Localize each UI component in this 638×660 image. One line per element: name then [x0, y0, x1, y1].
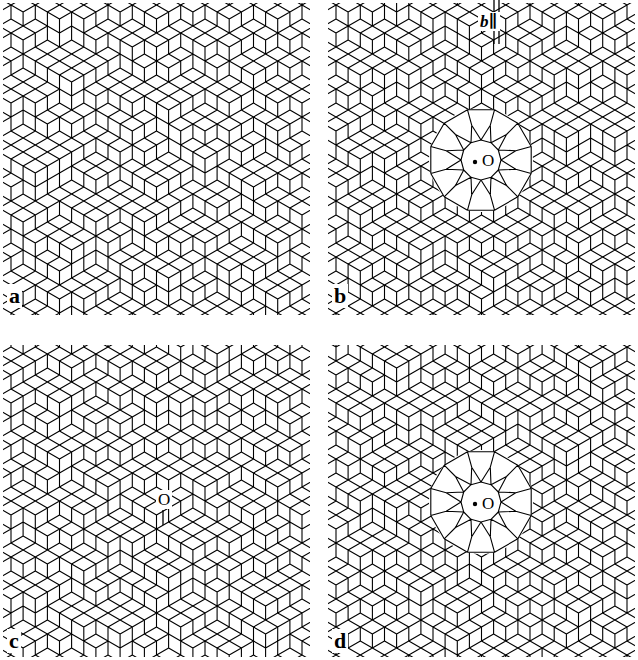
marker-line — [162, 510, 163, 525]
lozenge-tiling — [3, 345, 310, 657]
point-label: O — [480, 494, 496, 513]
panel-letter: c — [7, 629, 21, 653]
core-dot — [473, 502, 477, 506]
panel-letter: a — [7, 284, 22, 308]
point-label: O — [156, 490, 172, 509]
dislocation-core — [431, 452, 531, 552]
lozenge-tiling — [328, 345, 635, 657]
panel-letter: d — [332, 629, 348, 653]
vector-label: b∥ — [478, 12, 500, 31]
dislocation-core — [431, 110, 531, 210]
point-label: O — [480, 151, 496, 170]
core-dot — [473, 160, 477, 164]
lozenge-tiling — [328, 3, 635, 315]
lozenge-tiling — [3, 3, 310, 315]
panel-letter: b — [332, 284, 348, 308]
